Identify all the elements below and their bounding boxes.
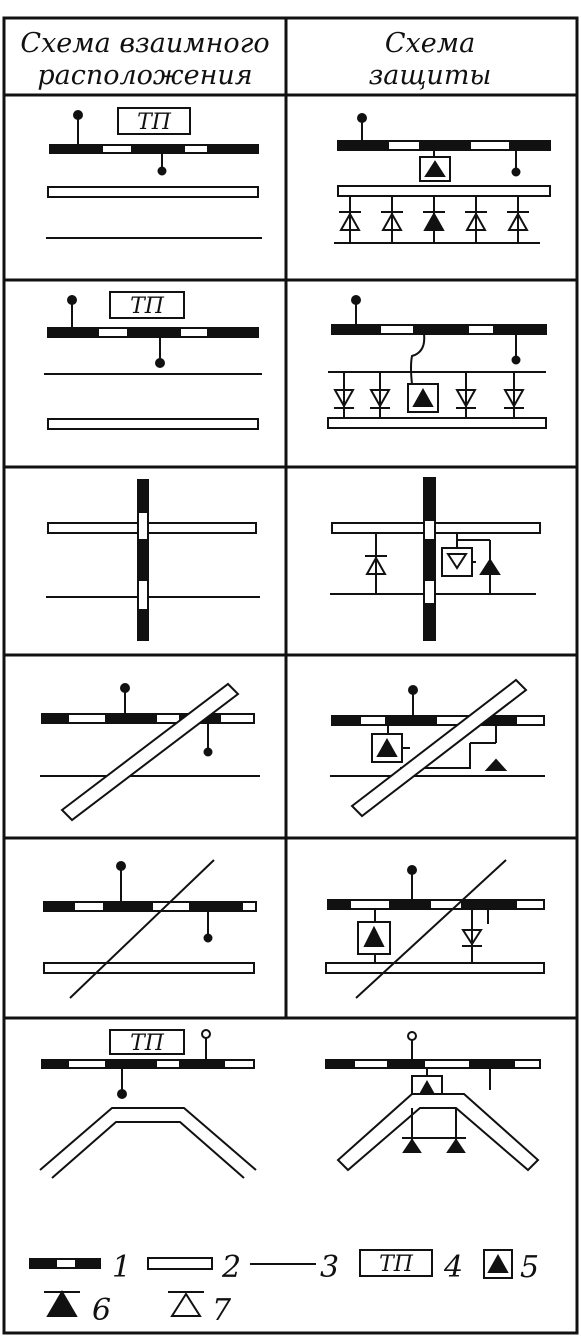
tp-label: ТП (137, 110, 172, 135)
tp-label: ТП (130, 294, 165, 319)
insulated-pipe (49, 144, 259, 154)
header-left-line1: Схема взаимного (20, 28, 269, 59)
legend-label-2: 2 (221, 1250, 241, 1285)
row-4-layout (40, 682, 260, 822)
legend-tp-box (359, 1249, 433, 1277)
legend-label-1: 1 (112, 1250, 131, 1285)
row-3-protection (330, 477, 541, 641)
legend-label-4: 4 (443, 1250, 463, 1285)
legend-label-6: 6 (92, 1293, 111, 1328)
row-3-layout (46, 479, 260, 641)
header-right-line1: Схема (385, 28, 475, 59)
legend-bare-pipe (147, 1257, 213, 1270)
legend-insulated-pipe (29, 1258, 101, 1269)
row-1-layout: ТП (46, 107, 262, 239)
row-4-protection (330, 678, 545, 818)
row-5-protection (325, 859, 545, 999)
table-grid (2, 16, 579, 1335)
row-2-protection (327, 295, 547, 429)
legend-label-7: 7 (212, 1293, 232, 1328)
bare-pipe (47, 186, 259, 198)
tp-label: ТП (130, 1031, 165, 1056)
legend-label-5: 5 (520, 1250, 539, 1285)
diode-array (339, 196, 529, 243)
legend: 1 2 3 ТП 4 5 6 7 (29, 1249, 539, 1328)
drainage-unit-icon (419, 156, 451, 182)
legend-tp-label: ТП (379, 1252, 414, 1277)
row-6-layout: ТП (39, 1029, 257, 1179)
header-left-line2: расположения (37, 60, 252, 91)
legend-polarized-diode-icon (46, 1290, 78, 1317)
legend-label-3: 3 (320, 1250, 339, 1285)
header-right-line2: защиты (369, 60, 492, 91)
row-6-protection (325, 1031, 541, 1172)
row-2-layout: ТП (44, 291, 262, 430)
legend-diode-icon (170, 1292, 202, 1317)
row-5-layout (43, 859, 257, 999)
legend-drainage-unit-icon (483, 1249, 513, 1279)
row-1-protection (334, 113, 551, 244)
